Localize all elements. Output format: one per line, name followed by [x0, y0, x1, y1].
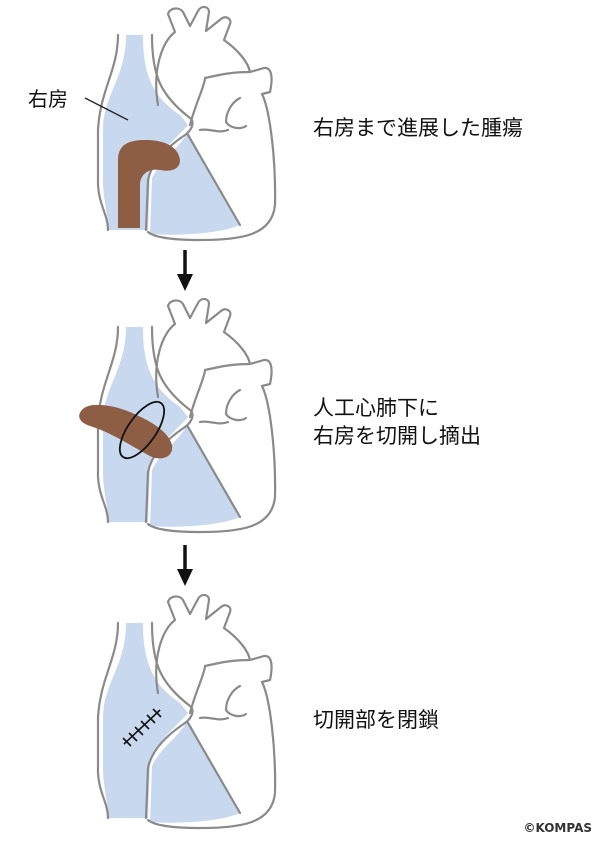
incision-outline [118, 400, 166, 460]
caption-line: 右房まで進展した腫瘍 [313, 116, 523, 140]
caption-line: 右房を切開し摘出 [313, 424, 481, 449]
label-leader-line [84, 97, 129, 121]
tumor [118, 140, 180, 228]
caption-line: 人工心肺下に [313, 396, 439, 420]
arrow-down-icon [177, 545, 193, 586]
sutures [122, 708, 162, 747]
caption-line: 切開部を閉鎖 [313, 708, 439, 732]
right-atrium-label: 右房 [28, 87, 68, 111]
step-3-caption: 切開部を閉鎖 [313, 706, 439, 734]
copyright: ©KOMPAS [523, 821, 592, 835]
step-2-caption: 人工心肺下に 右房を切開し摘出 [313, 394, 481, 451]
heart-diagram-3 [96, 593, 277, 830]
step-1-caption: 右房まで進展した腫瘍 [313, 114, 523, 142]
arrow-down-icon [177, 250, 193, 291]
